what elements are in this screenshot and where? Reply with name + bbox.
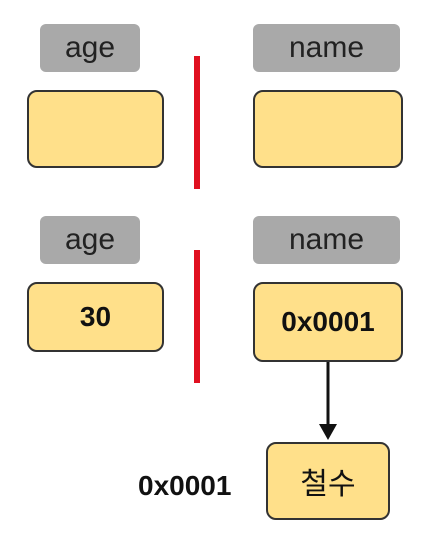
name-box-bottom: 0x0001 [253, 282, 403, 362]
heap-value: 철수 [300, 468, 356, 501]
heap-address: 0x0001 [138, 470, 232, 501]
name-label-bottom: name [253, 216, 400, 264]
age-label-bottom: age [40, 216, 140, 264]
name-label-top: name [253, 24, 400, 72]
age-value-bottom: 30 [79, 301, 112, 332]
age-box-bottom: 30 [27, 282, 164, 352]
divider-top [194, 56, 200, 189]
name-value-bottom: 0x0001 [281, 306, 375, 337]
divider-bottom [194, 250, 200, 383]
name-box-top [253, 90, 403, 168]
heap-box: 철수 [266, 442, 390, 520]
age-label-top: age [40, 24, 140, 72]
age-box-top [27, 90, 164, 168]
